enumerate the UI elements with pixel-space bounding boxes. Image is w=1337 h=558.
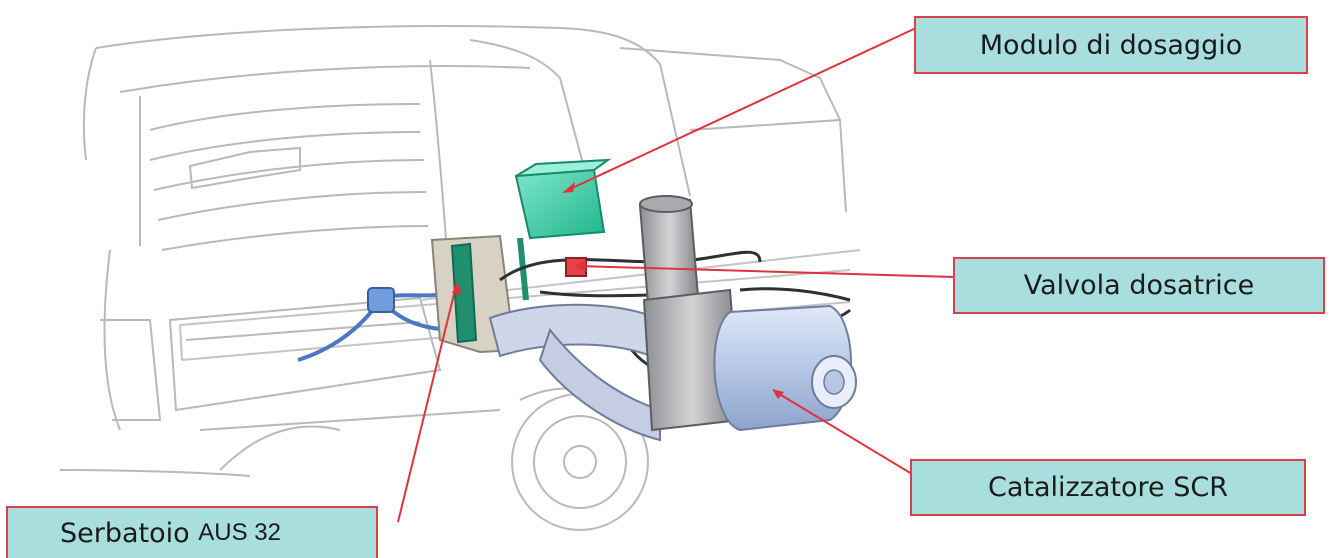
leader-lines — [397, 27, 956, 523]
label-valvola-dosatrice: Valvola dosatrice — [953, 257, 1325, 314]
leader-catalizzatore — [775, 391, 913, 475]
label-serbatoio-aus32: Serbatoio AUS 32 — [6, 506, 378, 558]
label-aus32-text: AUS 32 — [198, 519, 281, 546]
label-catalizzatore-scr: Catalizzatore SCR — [910, 459, 1306, 516]
scr-catalyst — [713, 304, 857, 432]
label-valvola-text: Valvola dosatrice — [1023, 270, 1255, 301]
label-serbatoio-text: Serbatoio — [60, 517, 190, 549]
label-catalizzatore-text: Catalizzatore SCR — [988, 472, 1228, 503]
dosing-module — [514, 158, 612, 301]
leader-modulo — [567, 27, 917, 191]
label-modulo-di-dosaggio: Modulo di dosaggio — [914, 16, 1308, 74]
label-modulo-text: Modulo di dosaggio — [979, 29, 1243, 61]
exhaust-pipe — [488, 303, 661, 442]
pump-unit — [367, 287, 395, 313]
leader-valvola — [577, 265, 956, 278]
leader-serbatoio — [397, 285, 457, 523]
leader-arrowheads — [452, 182, 784, 399]
exhaust-stack — [638, 195, 742, 432]
